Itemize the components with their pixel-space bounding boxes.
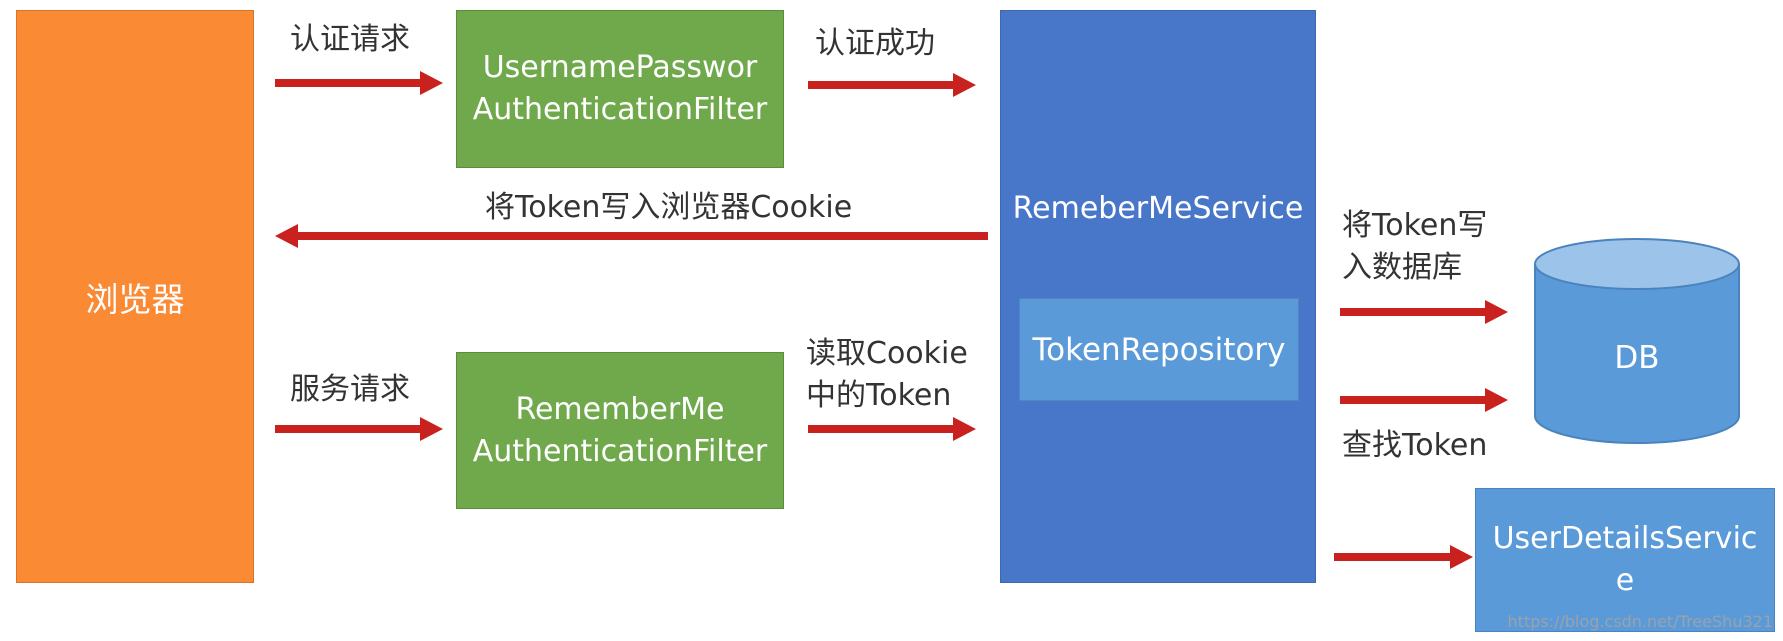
arrow-write-db [1340,300,1508,324]
rmf-line1: RememberMe [515,391,725,427]
uds-line1: UserDetailsServic [1492,521,1758,556]
remember-me-filter-box: RememberMe AuthenticationFilter [456,352,784,509]
token-repository-box: TokenRepository [1019,298,1299,401]
label-write-db-2: 入数据库 [1342,250,1462,285]
label-write-cookie: 将Token写入浏览器Cookie [485,190,853,225]
label-auth-request: 认证请求 [290,22,410,57]
arrow-auth-request [275,71,443,95]
arrow-user-details [1334,545,1473,569]
username-password-filter-box: UsernamePasswor AuthenticationFilter [456,10,784,168]
label-service-request: 服务请求 [290,372,410,407]
arrow-read-cookie [808,417,976,441]
label-write-db-1: 将Token写 [1342,208,1488,243]
uds-line2: e [1615,563,1635,598]
arrow-write-cookie [275,224,988,248]
browser-label: 浏览器 [85,279,185,319]
database-cylinder [1534,238,1740,444]
db-label: DB [1614,340,1660,376]
label-auth-success: 认证成功 [815,26,935,61]
upf-line1: UsernamePasswor [482,50,758,85]
upf-line2: AuthenticationFilter [472,92,768,127]
label-read-cookie-2: 中的Token [806,378,952,413]
arrow-auth-success [808,73,976,97]
user-details-service-box: UserDetailsServic e [1475,488,1775,632]
watermark: https://blog.csdn.net/TreeShu321 [1507,612,1773,631]
token-repository-label: TokenRepository [1032,331,1286,368]
browser-box: 浏览器 [16,10,254,583]
remember-me-service-box: RemeberMeService TokenRepository [1000,10,1316,583]
arrow-find-token [1340,388,1508,412]
label-find-token: 查找Token [1342,428,1488,463]
label-read-cookie-1: 读取Cookie [806,336,968,371]
service-title: RemeberMeService [1012,191,1304,226]
arrow-service-request [275,417,443,441]
rmf-line2: AuthenticationFilter [472,433,768,469]
